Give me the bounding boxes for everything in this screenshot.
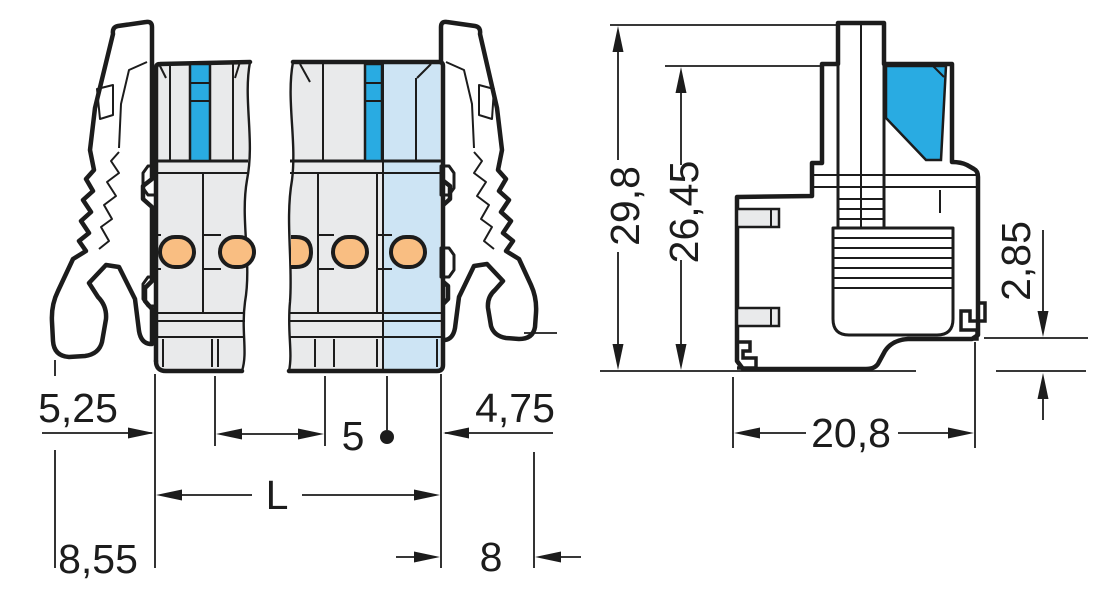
dimension-4-75: 4,75 [443,385,555,439]
terminal-port-partial [291,235,314,269]
lever-pivot-ears [141,164,456,308]
housing-left-section [153,59,253,374]
terminal-ports [156,234,427,270]
push-button-slot-left-dividers [190,82,210,102]
right-lever-inner-details [445,61,557,334]
din-rail-hook-right [956,301,987,341]
dimension-20-8: 20,8 [732,342,976,456]
side-inner-details [812,174,978,337]
push-button-chamfer [932,65,945,78]
side-reference-lines [600,24,1088,372]
push-button-slot-right-dividers [365,82,382,102]
break-edge-left [240,61,252,372]
dimension-8: 8 [396,374,581,580]
side-view [734,20,987,372]
dim-label-26-45: 26,45 [661,161,707,264]
dimension-26-45: 26,45 [661,67,707,370]
terminal-port [203,234,256,270]
side-mounting-notches [735,207,781,328]
dimension-L: L [156,472,440,518]
dim-label-8: 8 [480,534,503,580]
dim-label-L: L [266,472,289,518]
left-lever-outline [49,19,155,360]
side-strain-relief-tab [836,23,886,228]
pitch-reference-dot [380,430,394,444]
dim-label-8-55: 8,55 [58,536,138,582]
dimension-2-85: 2,85 [993,221,1049,420]
dimension-5-25: 5,25 [38,360,154,439]
dim-label-20-8: 20,8 [811,410,891,456]
push-button-side [884,64,948,162]
din-rail-hook-left [737,340,758,370]
push-button-slot-right [363,62,384,163]
side-body-silhouette [734,20,981,372]
housing-left-bottom [153,358,245,374]
left-release-lever [49,19,155,360]
housing-right-section [286,59,446,374]
end-pole-shading [383,64,440,369]
housing-left-inner-lines [156,61,248,367]
dim-label-5: 5 [342,413,365,459]
dimension-29-8: 29,8 [602,26,648,370]
dim-label-4-75: 4,75 [475,385,555,431]
dimension-5-pitch: 5 [214,376,394,459]
push-button-slot-left [188,62,212,163]
dim-label-2-85: 2,85 [993,221,1039,301]
dim-label-29-8: 29,8 [602,166,648,246]
left-lever-inner-details [96,61,148,250]
right-lever-outline [438,19,539,343]
terminal-port [318,234,369,270]
dim-label-5-25: 5,25 [38,385,118,431]
terminal-port [377,234,427,270]
break-edge-right [287,61,295,372]
front-view [49,19,557,374]
right-release-lever [438,19,557,343]
terminal-port [156,234,196,270]
dimension-annotations: 5,25 8,55 L 5 [38,24,1088,582]
housing-right-edge [286,59,446,374]
dimension-8-55: 8,55 [54,374,156,582]
